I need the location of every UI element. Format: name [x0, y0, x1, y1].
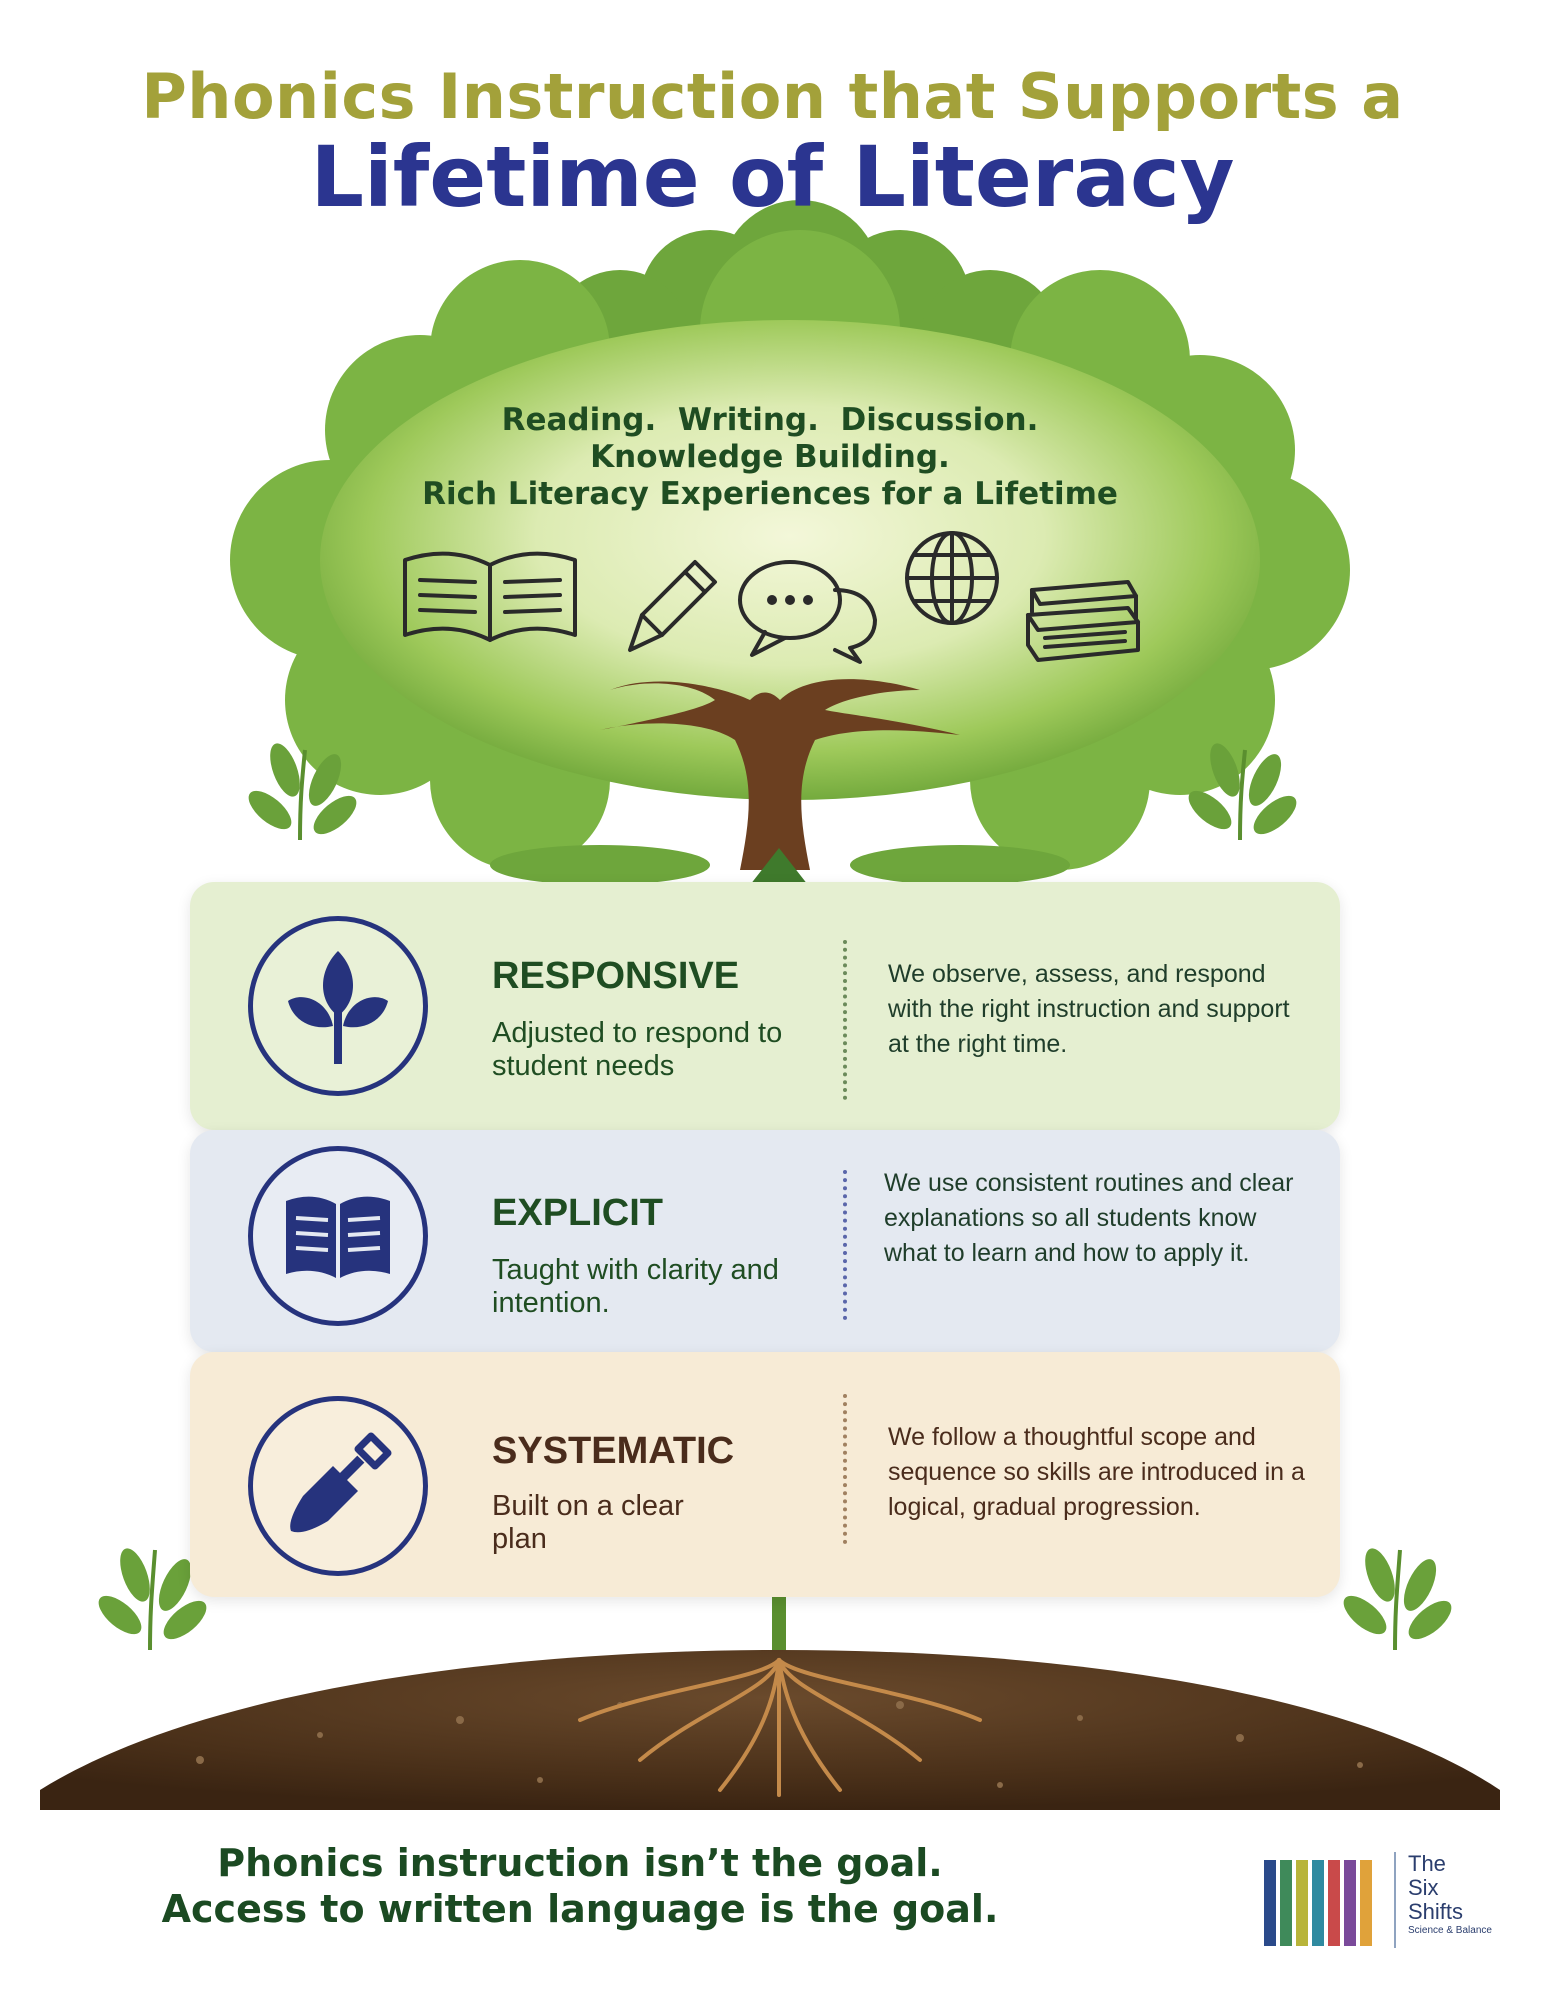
- tier-subtitle-responsive: Adjusted to respond to student needs: [492, 1017, 783, 1082]
- book-icon: [286, 1196, 390, 1278]
- globe-icon: [905, 531, 999, 625]
- tier-card-systematic: SYSTEMATIC Built on a clear plan We foll…: [190, 1352, 1340, 1597]
- systematic-icon-circle: [248, 1396, 428, 1576]
- canopy-line-2: Knowledge Building.: [590, 439, 950, 475]
- shovel-icon: [290, 1432, 392, 1533]
- book-stack-icon: [1026, 580, 1140, 662]
- tier-subtitle-systematic: Built on a clear plan: [492, 1490, 684, 1555]
- tier-subtitle-explicit: Taught with clarity and intention.: [492, 1254, 779, 1319]
- canopy-line-1: Reading. Writing. Discussion.: [501, 402, 1039, 438]
- open-book-icon: [403, 551, 577, 642]
- title-line-2: Lifetime of Literacy: [310, 128, 1235, 226]
- explicit-icon-circle: [248, 1146, 428, 1326]
- logo-text: The Six Shifts Science & Balance: [1408, 1852, 1492, 1938]
- trunk: [600, 679, 960, 870]
- canopy-text: Reading. Writing. Discussion. Knowledge …: [380, 402, 1160, 513]
- title-line-1: Phonics Instruction that Supports a: [141, 60, 1404, 133]
- roots: [578, 1658, 982, 1797]
- sprout-icon: [288, 951, 388, 1064]
- soil-grit: [196, 1701, 1363, 1788]
- logo-line-2: Six: [1408, 1875, 1439, 1900]
- bottom-message-line-2: Access to written language is the goal.: [161, 1887, 999, 1931]
- tier-divider: [843, 1170, 847, 1320]
- logo-line-3: Shifts: [1408, 1899, 1464, 1924]
- responsive-icon-circle: [248, 916, 428, 1096]
- trunk-grass: [490, 845, 1070, 885]
- pencil-icon: [628, 560, 717, 652]
- tier-divider: [843, 940, 847, 1100]
- six-shifts-logo-icon: [1264, 1860, 1372, 1946]
- tier-title-systematic: SYSTEMATIC: [492, 1430, 735, 1472]
- speech-bubbles-icon: [738, 560, 877, 664]
- logo-line-1: The: [1408, 1851, 1446, 1876]
- bottom-message: Phonics instruction isn’t the goal. Acce…: [0, 1840, 1160, 1932]
- logo-tagline: Science & Balance: [1408, 1925, 1492, 1936]
- soil-mound: [40, 1650, 1500, 1810]
- sprig-right-bottom: [1343, 1548, 1452, 1651]
- tier-card-responsive: RESPONSIVE Adjusted to respond to studen…: [190, 882, 1340, 1130]
- sprig-right-top: [1188, 743, 1297, 841]
- tier-description-systematic: We follow a thoughtful scope and sequenc…: [888, 1423, 1305, 1521]
- stem: [772, 1595, 786, 1665]
- tier-card-explicit: EXPLICIT Taught with clarity and intenti…: [190, 1130, 1340, 1352]
- canopy-main: [320, 320, 1260, 800]
- tier-divider: [843, 1394, 847, 1544]
- tier-title-responsive: RESPONSIVE: [492, 955, 740, 997]
- canopy-icons: [403, 531, 1140, 664]
- canopy-line-3: Rich Literacy Experiences for a Lifetime: [422, 476, 1118, 512]
- logo-divider: [1394, 1852, 1396, 1948]
- sprig-left-bottom: [98, 1548, 207, 1651]
- tier-description-responsive: We observe, assess, and respond with the…: [888, 960, 1290, 1058]
- tier-title-explicit: EXPLICIT: [492, 1192, 664, 1234]
- tier-description-explicit: We use consistent routines and clear exp…: [884, 1169, 1294, 1267]
- bottom-message-line-1: Phonics instruction isn’t the goal.: [217, 1841, 943, 1885]
- sprig-left-top: [248, 743, 357, 841]
